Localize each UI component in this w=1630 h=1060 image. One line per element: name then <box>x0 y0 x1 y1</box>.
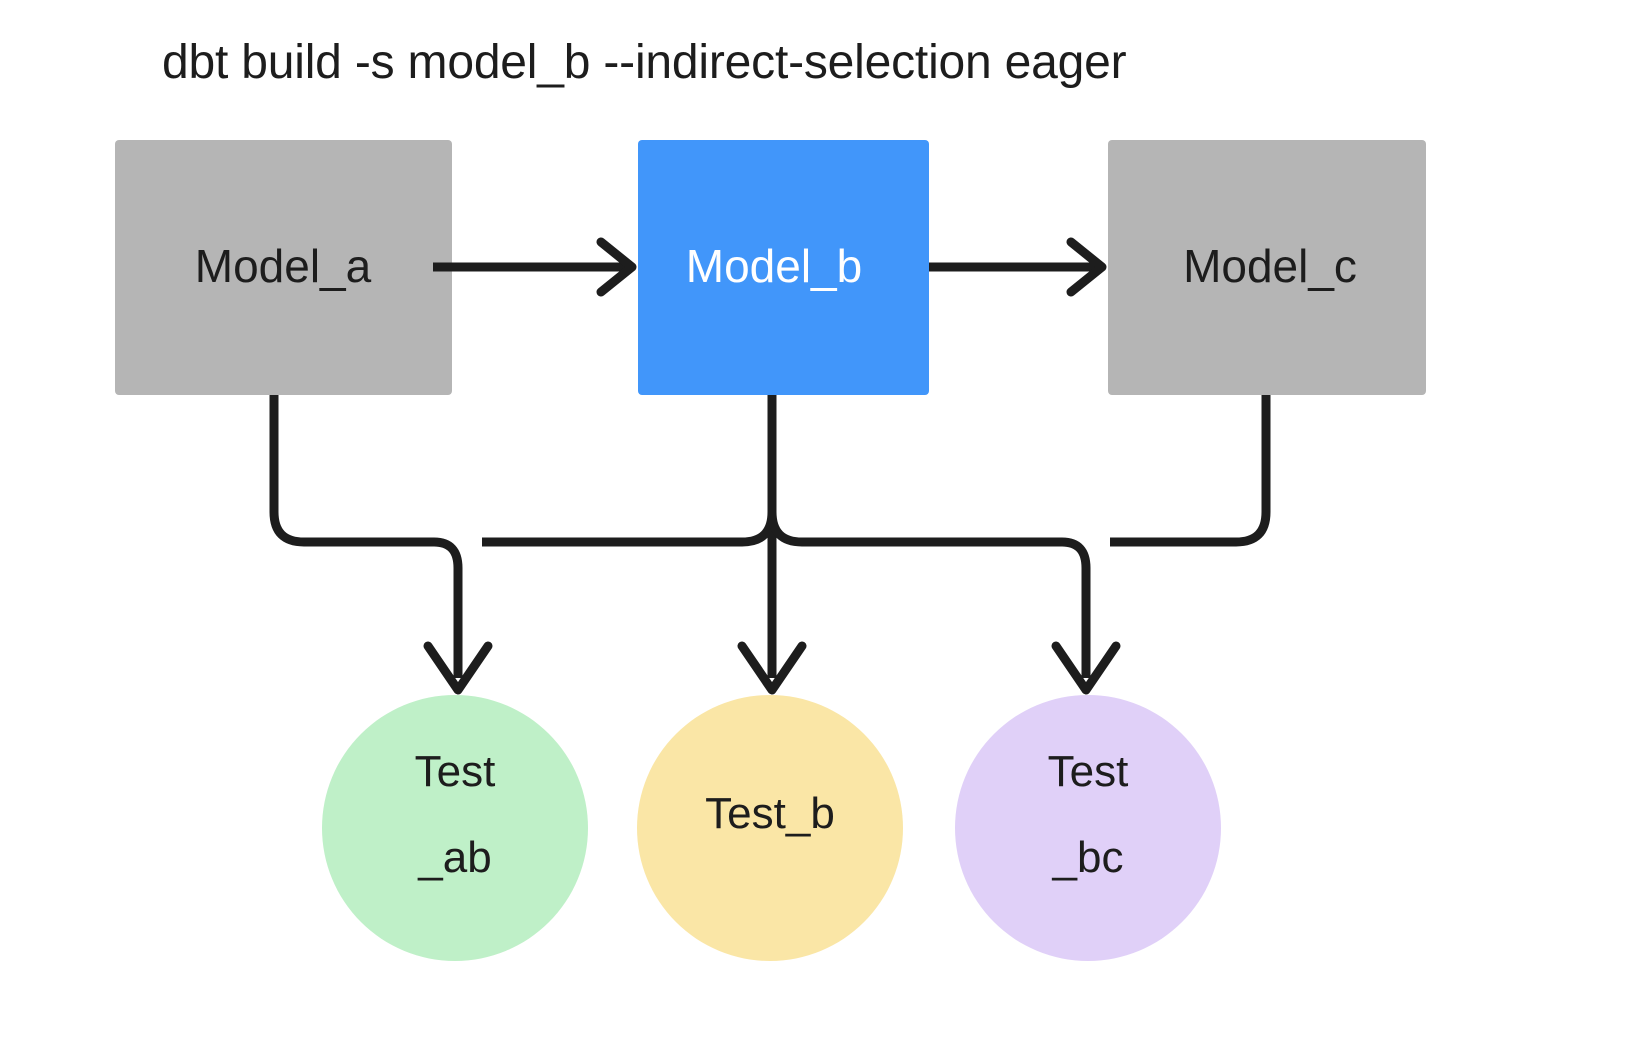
test-ab-circle[interactable] <box>322 695 588 961</box>
model-a-box[interactable] <box>115 140 452 395</box>
edge-model-c-to-test-bc <box>1110 395 1271 547</box>
node-test-ab[interactable]: Test _ab <box>322 695 588 961</box>
test-bc-label-line1: Test <box>1048 747 1129 796</box>
node-model-b[interactable]: Model_b <box>638 140 929 395</box>
test-bc-label-line2: _bc <box>1052 833 1124 882</box>
edge-model-b-to-test-ab <box>482 511 777 547</box>
model-b-label: Model_b <box>686 240 862 292</box>
test-b-circle[interactable] <box>637 695 903 961</box>
test-ab-label-line1: Test <box>415 747 496 796</box>
model-c-box[interactable] <box>1108 140 1426 395</box>
node-model-a[interactable]: Model_a <box>115 140 452 395</box>
test-bc-circle[interactable] <box>955 695 1221 961</box>
model-c-label: Model_c <box>1183 240 1357 292</box>
node-test-bc[interactable]: Test _bc <box>955 695 1221 961</box>
test-ab-label-line2: _ab <box>417 833 491 882</box>
test-b-label: Test_b <box>705 789 835 838</box>
node-model-c[interactable]: Model_c <box>1108 140 1426 395</box>
model-b-box[interactable] <box>638 140 929 395</box>
model-a-label: Model_a <box>195 240 372 292</box>
edge-model-b-to-test-bc <box>767 511 1121 695</box>
page-title: dbt build -s model_b --indirect-selectio… <box>162 36 1127 89</box>
edge-model-a-to-model-b <box>433 237 637 297</box>
node-test-b[interactable]: Test_b <box>637 695 903 961</box>
edge-model-b-to-test-b <box>737 395 807 695</box>
edge-model-a-to-test-ab <box>269 395 493 695</box>
edge-model-b-to-model-c <box>929 237 1107 297</box>
